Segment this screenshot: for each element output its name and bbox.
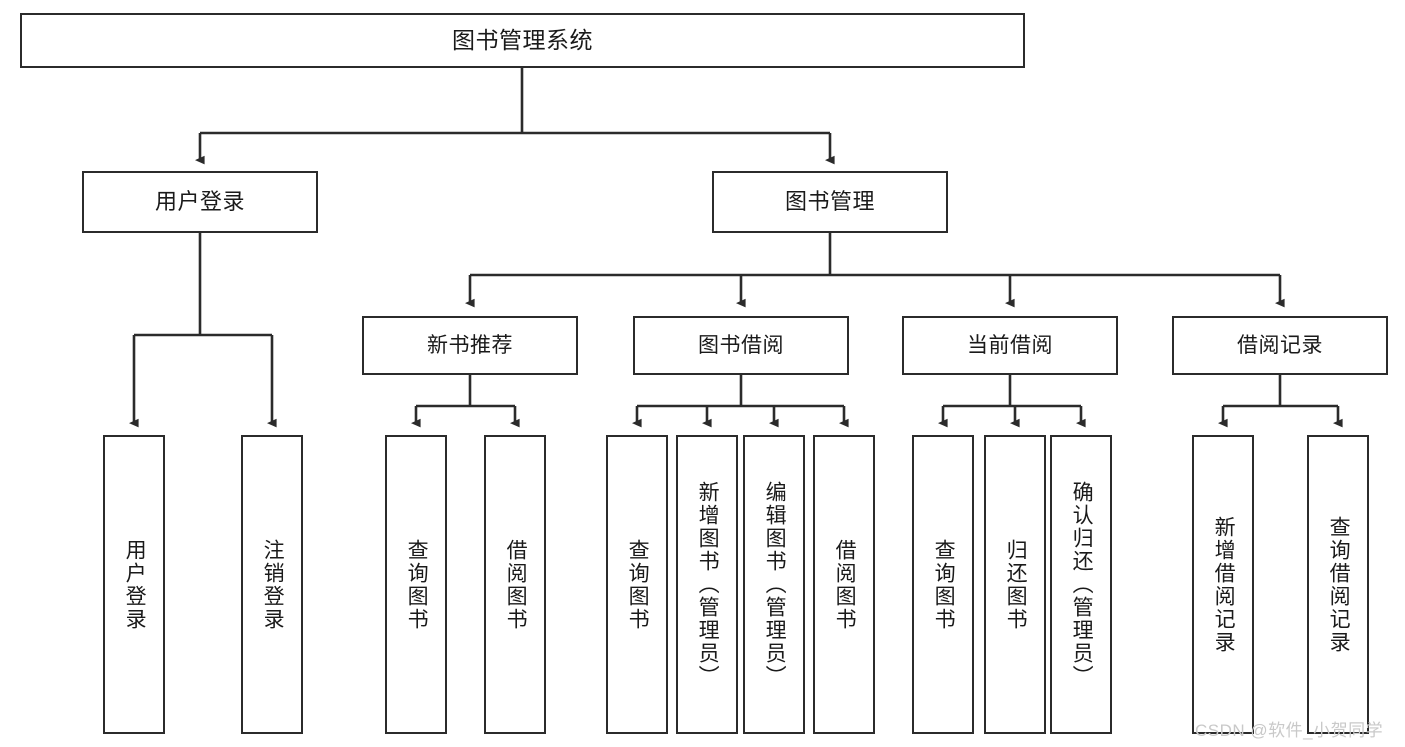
node-root[interactable]: 图书管理系统 (20, 13, 1025, 68)
leaf-rec-query-book[interactable]: 查询图书 (385, 435, 447, 734)
leaf-borrow-query-book-label: 查询图书 (626, 538, 650, 631)
leaf-borrow-edit-book-label: 编辑图书（管理员） (763, 481, 787, 688)
leaf-user-logout[interactable]: 注销登录 (241, 435, 303, 734)
node-book-borrow-label: 图书借阅 (698, 333, 784, 357)
leaf-cur-return-book[interactable]: 归还图书 (984, 435, 1046, 734)
node-root-label: 图书管理系统 (452, 26, 593, 53)
node-borrow-record-label: 借阅记录 (1237, 333, 1323, 357)
node-book-manage[interactable]: 图书管理 (712, 171, 948, 233)
leaf-user-logout-label: 注销登录 (261, 538, 285, 631)
leaf-rec-query-record-label: 查询借阅记录 (1327, 515, 1351, 654)
leaf-rec-borrow-book[interactable]: 借阅图书 (484, 435, 546, 734)
leaf-cur-return-book-label: 归还图书 (1004, 538, 1028, 631)
leaf-cur-confirm-return-label: 确认归还（管理员） (1070, 481, 1094, 688)
node-book-borrow[interactable]: 图书借阅 (633, 316, 849, 375)
leaf-borrow-edit-book[interactable]: 编辑图书（管理员） (743, 435, 805, 734)
csdn-watermark: CSDN @软件_小贺同学 (1195, 721, 1384, 740)
leaf-borrow-add-book-label: 新增图书（管理员） (696, 481, 720, 688)
leaf-rec-add-record-label: 新增借阅记录 (1212, 515, 1236, 654)
leaf-borrow-lend-book[interactable]: 借阅图书 (813, 435, 875, 734)
leaf-user-login[interactable]: 用户登录 (103, 435, 165, 734)
node-new-book-recommend[interactable]: 新书推荐 (362, 316, 578, 375)
leaf-cur-confirm-return[interactable]: 确认归还（管理员） (1050, 435, 1112, 734)
leaf-cur-query-book-label: 查询图书 (932, 538, 956, 631)
node-user-login-label: 用户登录 (154, 188, 245, 214)
node-user-login[interactable]: 用户登录 (82, 171, 318, 233)
leaf-cur-query-book[interactable]: 查询图书 (912, 435, 974, 734)
node-current-borrow[interactable]: 当前借阅 (902, 316, 1118, 375)
node-new-book-recommend-label: 新书推荐 (427, 333, 513, 357)
leaf-rec-borrow-book-label: 借阅图书 (504, 538, 528, 631)
leaf-borrow-query-book[interactable]: 查询图书 (606, 435, 668, 734)
leaf-rec-add-record[interactable]: 新增借阅记录 (1192, 435, 1254, 734)
leaf-user-login-label: 用户登录 (123, 538, 147, 631)
leaf-borrow-lend-book-label: 借阅图书 (833, 538, 857, 631)
node-book-manage-label: 图书管理 (784, 188, 875, 214)
node-current-borrow-label: 当前借阅 (967, 333, 1053, 357)
leaf-rec-query-book-label: 查询图书 (405, 538, 429, 631)
node-borrow-record[interactable]: 借阅记录 (1172, 316, 1388, 375)
leaf-rec-query-record[interactable]: 查询借阅记录 (1307, 435, 1369, 734)
leaf-borrow-add-book[interactable]: 新增图书（管理员） (676, 435, 738, 734)
